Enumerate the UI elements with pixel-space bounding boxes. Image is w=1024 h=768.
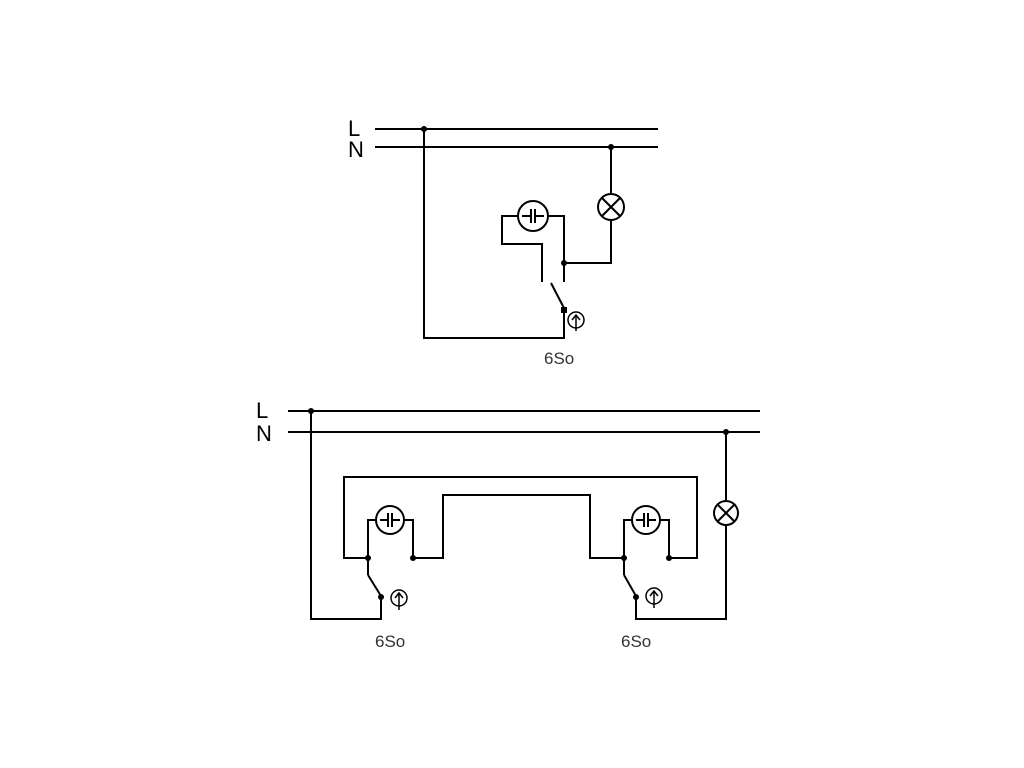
line-label: L <box>256 398 268 423</box>
outer-bridge-wire <box>343 476 698 559</box>
switch-contact <box>367 574 382 597</box>
right-switch-group: 6So <box>621 505 672 651</box>
lamp-switch-wire <box>564 220 612 264</box>
lamp-return-wire <box>635 525 727 620</box>
glow-lamp-left-wire <box>623 519 632 575</box>
switch-junction <box>410 555 416 561</box>
neutral-label: N <box>256 421 272 446</box>
switch-upper-junction <box>561 260 567 266</box>
neutral-label: N <box>348 137 364 162</box>
lamp-icon <box>597 193 625 221</box>
switch-contact <box>550 282 565 309</box>
switch-type-label: 6So <box>375 632 405 651</box>
switch-junction <box>621 555 627 561</box>
line-feed-wire <box>310 411 382 620</box>
switch-contact <box>623 574 637 597</box>
push-button-icon <box>645 587 663 608</box>
diagram-two-switches: L N <box>256 398 760 651</box>
glow-lamp-icon <box>631 505 661 535</box>
switch-type-label: 6So <box>544 349 574 368</box>
switch-pivot <box>633 594 639 600</box>
glow-lamp-right-wire <box>548 215 565 282</box>
switch-pivot <box>378 594 384 600</box>
line-feed-wire <box>423 129 565 339</box>
push-button-icon <box>567 311 585 331</box>
left-switch-group: 6So <box>365 505 416 651</box>
glow-lamp-icon <box>517 200 549 232</box>
glow-lamp-right-wire <box>660 519 670 558</box>
switch-junction <box>365 555 371 561</box>
diagram-single-switch: L N <box>348 116 658 368</box>
glow-lamp-right-wire <box>404 519 414 558</box>
switch-pivot <box>561 307 567 313</box>
inner-bridge-wire <box>413 494 624 559</box>
switch-junction <box>666 555 672 561</box>
glow-lamp-left-wire <box>501 215 543 282</box>
lamp-icon <box>713 500 739 526</box>
glow-lamp-icon <box>375 505 405 535</box>
push-button-icon <box>390 589 408 610</box>
line-label: L <box>348 116 360 141</box>
glow-lamp-left-wire <box>367 519 376 575</box>
switch-type-label: 6So <box>621 632 651 651</box>
